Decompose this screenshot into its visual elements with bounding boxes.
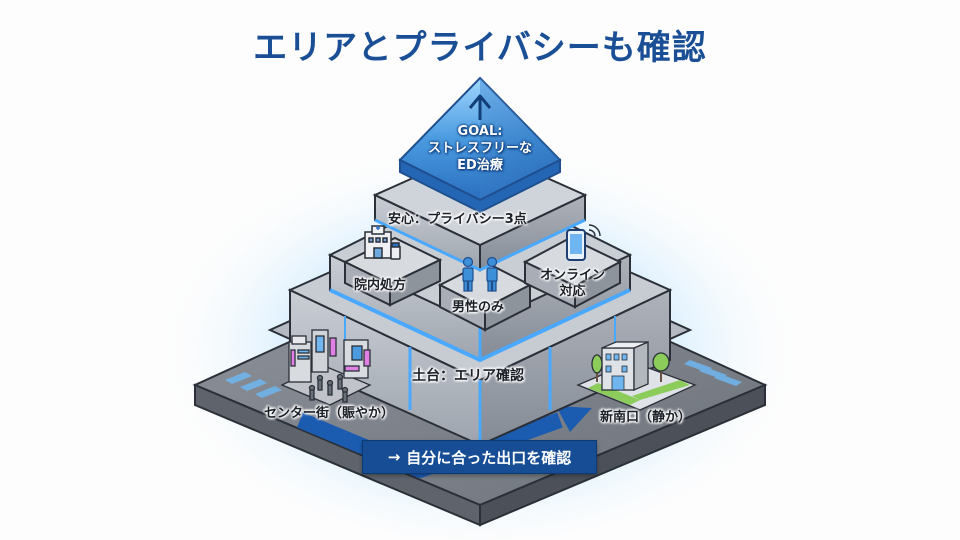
- goal-label: GOAL: ストレスフリーな ED治療: [400, 124, 560, 175]
- privacy-item-in-clinic-dispensing: 院内処方: [354, 278, 407, 293]
- busy-city-crowd-icon: [280, 329, 372, 406]
- privacy-item-online: オンライン 対応: [540, 268, 605, 301]
- online-label-line-2: 対応: [559, 284, 586, 300]
- quiet-building-trees-icon: [576, 341, 697, 411]
- privacy-item-men-only: 男性のみ: [452, 300, 505, 315]
- middle-tier-heading: 安心：プライバシー3点: [388, 212, 527, 227]
- cta-banner: → 自分に合った出口を確認: [362, 440, 597, 474]
- hospital-pharmacy-icon: [364, 225, 401, 260]
- area-label-new-south-exit: 新南口（静か）: [600, 410, 692, 425]
- smartphone-wifi-icon: [566, 224, 601, 261]
- goal-line-1: GOAL:: [457, 124, 503, 139]
- area-label-center-street: センター街（賑やか）: [264, 406, 395, 421]
- goal-crystal: [398, 76, 562, 214]
- cta-label: 自分に合った出口を確認: [406, 448, 572, 467]
- goal-line-3: ED治療: [457, 157, 503, 173]
- online-label-line-1: オンライン: [540, 268, 606, 283]
- base-tier-heading: 土台：エリア確認: [412, 368, 524, 384]
- page-title: エリアとプライバシーも確認: [253, 28, 707, 68]
- arrow-right-icon: →: [387, 448, 401, 466]
- two-men-icon: [462, 256, 498, 292]
- goal-line-2: ストレスフリーな: [427, 140, 532, 156]
- arrow-up-icon: [468, 94, 492, 120]
